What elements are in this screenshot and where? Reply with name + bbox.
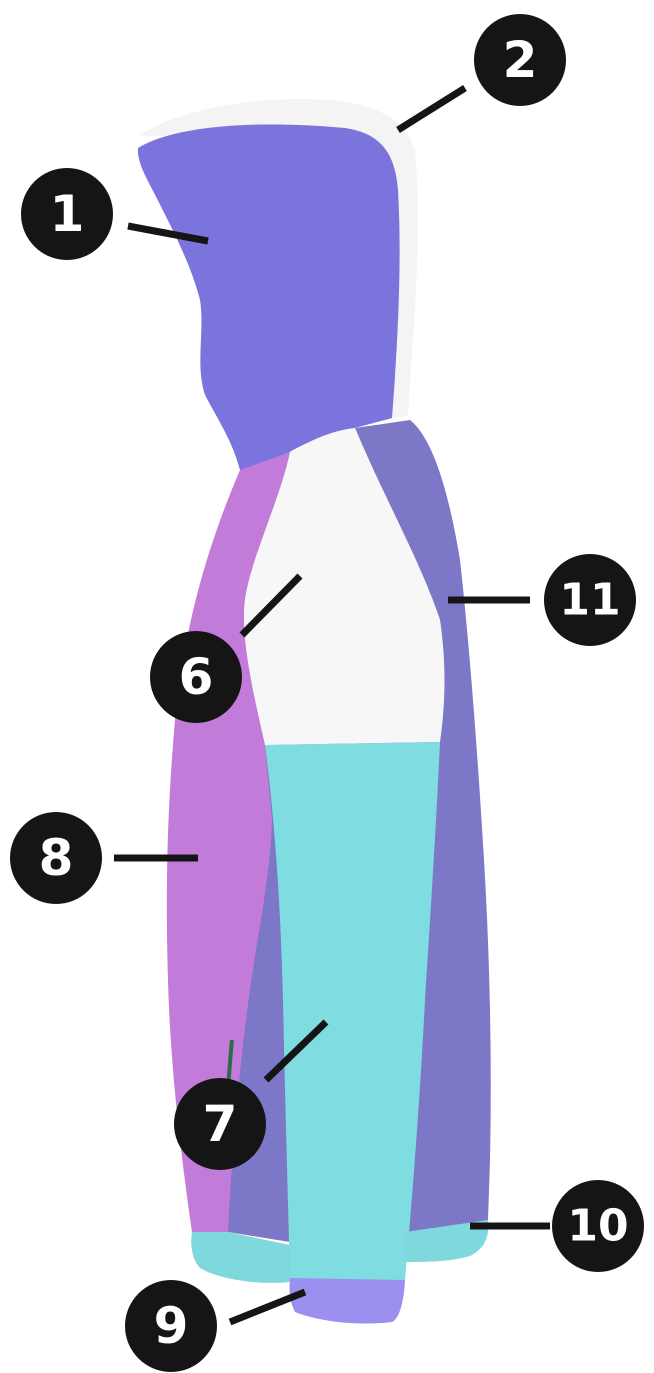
callout-number: 2 <box>503 31 538 89</box>
callout-1: 1 <box>21 168 113 260</box>
callout-9: 9 <box>125 1280 217 1372</box>
hem-band <box>191 1232 290 1283</box>
callout-number: 11 <box>559 575 620 626</box>
leader-line-2 <box>398 88 465 130</box>
callout-8: 8 <box>10 812 102 904</box>
callout-number: 10 <box>567 1201 628 1252</box>
callout-number: 8 <box>39 829 74 887</box>
callout-11: 11 <box>544 554 636 646</box>
callout-10: 10 <box>552 1180 644 1272</box>
callout-number: 7 <box>203 1095 238 1153</box>
hood-outer <box>138 124 400 470</box>
sleeve-cuff <box>290 1278 405 1324</box>
callout-7: 7 <box>174 1078 266 1170</box>
callout-6: 6 <box>150 631 242 723</box>
callout-number: 1 <box>50 185 85 243</box>
callout-number: 6 <box>179 648 214 706</box>
callout-2: 2 <box>474 14 566 106</box>
callout-number: 9 <box>154 1297 189 1355</box>
